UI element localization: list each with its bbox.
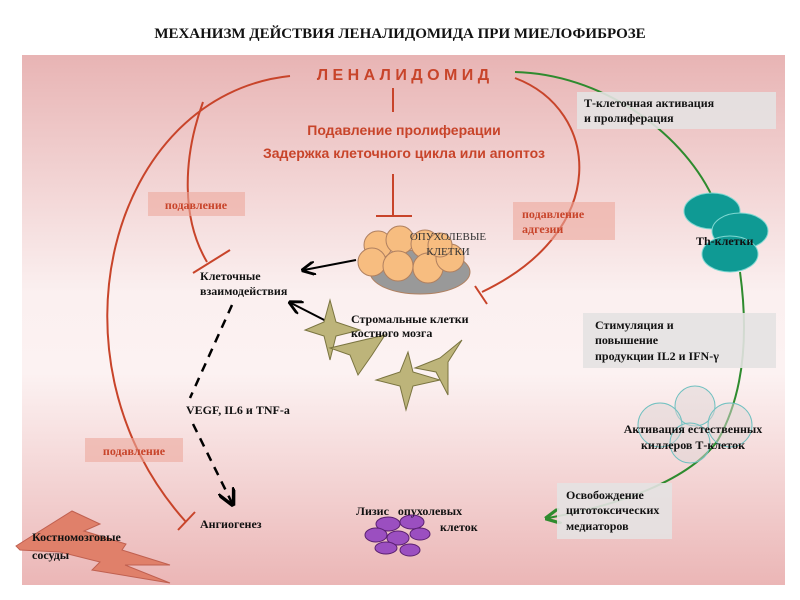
adhesion-1: подавление: [522, 207, 585, 221]
release-1: Освобождение: [566, 488, 645, 502]
nk-cells-icon: [637, 385, 753, 464]
stromal-cells-icon: [303, 298, 463, 412]
suppression-top-box: [148, 192, 245, 216]
th-cells-icon: [683, 192, 769, 273]
cytokines-label: VEGF, IL6 и TNF-a: [186, 403, 290, 417]
stimulation-box: [583, 313, 776, 368]
dashed-interactions-cytokines: [188, 304, 234, 399]
tumor-label-1: ОПУХОЛЕВЫЕ: [410, 231, 487, 243]
vessels-2: сосуды: [32, 548, 70, 562]
bar-adhesion: [474, 285, 488, 305]
release-3: медиаторов: [566, 519, 629, 533]
vessels-icon: [15, 510, 171, 584]
t-activation-2: и пролиферация: [584, 111, 674, 125]
bar-vessels: [177, 511, 196, 531]
nk-label-2: киллеров Т-клеток: [641, 438, 745, 452]
arrow-tumor-interactions: [304, 259, 357, 270]
arc-adhesion: [481, 77, 581, 293]
angiogenesis-label: Ангиогенез: [200, 517, 262, 531]
center-line-1: Подавление пролиферации: [307, 122, 500, 138]
stromal-2: костного мозга: [351, 326, 432, 340]
interactions-1: Клеточные: [200, 269, 261, 283]
page-title: МЕХАНИЗМ ДЕЙСТВИЯ ЛЕНАЛИДОМИДА ПРИ МИЕЛО…: [154, 25, 645, 42]
stimulation-2: повышение: [595, 333, 659, 347]
interactions-2: взаимодействия: [200, 284, 288, 298]
lysis-1: Лизис опухолевых: [356, 504, 462, 518]
arc-interactions: [186, 101, 208, 263]
release-2: цитотоксических: [566, 503, 659, 517]
nk-label-1: Активация естественных: [624, 422, 763, 436]
suppression-bottom-box: [85, 438, 183, 462]
release-box: [557, 483, 672, 539]
center-line-2: Задержка клеточного цикла или апоптоз: [263, 145, 545, 161]
tumor-cells-icon: [357, 225, 471, 295]
th-cells-label: Th-клетки: [696, 234, 753, 248]
tumor-label-2: КЛЕТКИ: [426, 246, 470, 258]
suppression-bottom: подавление: [103, 444, 166, 458]
lysed-tumor-cells-icon: [364, 514, 431, 557]
vessels-1: Костномозговые: [32, 530, 122, 544]
adhesion-2: адгезии: [522, 222, 563, 236]
stromal-1: Стромальные клетки: [351, 312, 469, 326]
stimulation-3: продукции IL2 и IFN-γ: [595, 349, 719, 363]
bar-interactions: [192, 249, 231, 274]
t-activation-box: [577, 92, 776, 129]
t-activation-1: Т-клеточная активация: [584, 96, 715, 110]
adhesion-box: [513, 202, 615, 240]
stimulation-1: Стимуляция и: [595, 318, 674, 332]
lysis-2: клеток: [440, 520, 478, 534]
drug-name: Л Е Н А Л И Д О М И Д: [317, 67, 490, 84]
suppression-top: подавление: [165, 198, 228, 212]
